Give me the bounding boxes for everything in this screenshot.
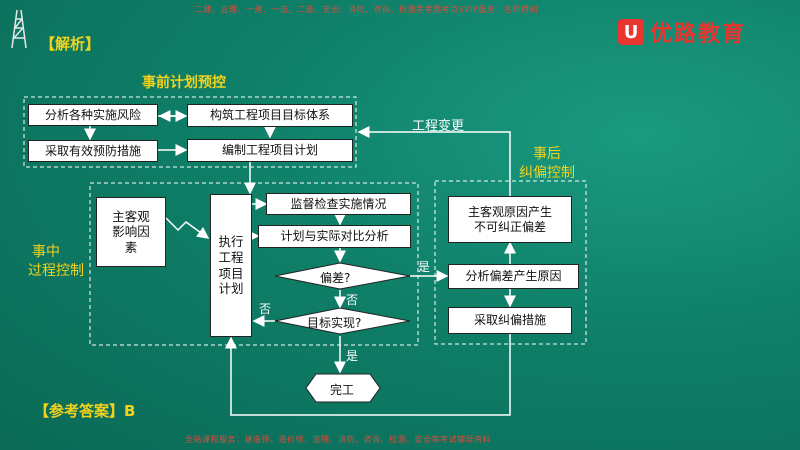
deviation-diamond-shape bbox=[274, 262, 411, 290]
group-post-label: 事后 纠偏控制 bbox=[519, 145, 575, 183]
group-frame-post bbox=[434, 180, 587, 345]
box-monitor: 监督检查实施情况 bbox=[266, 193, 411, 215]
group-mid-label: 事中 过程控制 bbox=[28, 243, 84, 281]
group-post-label-line1: 事后 bbox=[533, 146, 561, 162]
uncorrectable-line1: 主客观原因产生 bbox=[467, 204, 552, 219]
label-no-deviation: 否 bbox=[346, 293, 359, 307]
factor-line3: 素 bbox=[124, 239, 138, 255]
exec-line1: 执行 bbox=[218, 234, 244, 250]
box-correct: 采取纠偏措施 bbox=[448, 307, 572, 334]
box-execute-plan: 执行 工程 项目 计划 bbox=[210, 194, 252, 337]
label-yes-deviation: 是 bbox=[418, 260, 431, 274]
box-prevent: 采取有效预防措施 bbox=[28, 140, 158, 162]
exec-line2: 工程 bbox=[218, 249, 244, 265]
brand-mark-icon: U bbox=[618, 19, 644, 45]
label-no-goal: 否 bbox=[259, 302, 272, 316]
tower-icon bbox=[11, 9, 27, 48]
brand-name: 优路教育 bbox=[650, 22, 747, 47]
brand-logo: U 优路教育 bbox=[618, 16, 746, 48]
label-change: 工程变更 bbox=[412, 119, 465, 134]
box-subjective-factors: 主客观 影响因 素 bbox=[96, 197, 166, 267]
goal-diamond-shape bbox=[274, 307, 411, 335]
box-analyze-cause: 分析偏差产生原因 bbox=[448, 264, 579, 289]
label-yes-goal: 是 bbox=[346, 349, 359, 363]
box-analyze-risk: 分析各种实施风险 bbox=[28, 104, 158, 126]
bottom-watermark-text: 全站课程服务：建造师、造价师、监理、消防、咨询、检测、安全等考试辅导资料 bbox=[185, 435, 491, 444]
group-pre-label: 事前计划预控 bbox=[142, 75, 226, 91]
factor-line1: 主客观 bbox=[112, 208, 150, 224]
group-post-label-line2: 纠偏控制 bbox=[519, 164, 575, 181]
box-compare: 计划与实际对比分析 bbox=[258, 225, 411, 248]
group-mid-label-line2: 过程控制 bbox=[28, 262, 84, 279]
factor-line2: 影响因 bbox=[112, 224, 150, 240]
goal-diamond-text: 目标实现? bbox=[307, 316, 362, 330]
exec-line4: 计划 bbox=[218, 281, 244, 297]
section-label: 【解析】 bbox=[40, 35, 101, 53]
done-hexagon-shape bbox=[305, 373, 381, 403]
group-frame-pre bbox=[23, 96, 357, 168]
group-mid-label-line1: 事中 bbox=[32, 244, 60, 260]
exec-line3: 项目 bbox=[218, 265, 244, 281]
done-text: 完工 bbox=[330, 383, 355, 397]
box-make-plan: 编制工程项目计划 bbox=[187, 139, 353, 162]
box-uncorrectable: 主客观原因产生 不可纠正偏差 bbox=[448, 196, 572, 243]
uncorrectable-line2: 不可纠正偏差 bbox=[473, 219, 546, 234]
top-watermark-text: 二建、监理、一建、一造、二造、安全、消防、咨询、检测等考题考点SVIP服务：名师… bbox=[195, 5, 538, 14]
deviation-diamond-text: 偏差? bbox=[320, 271, 351, 285]
reference-answer: 【参考答案】B bbox=[34, 402, 136, 420]
box-build-target: 构筑工程项目目标体系 bbox=[187, 104, 353, 127]
